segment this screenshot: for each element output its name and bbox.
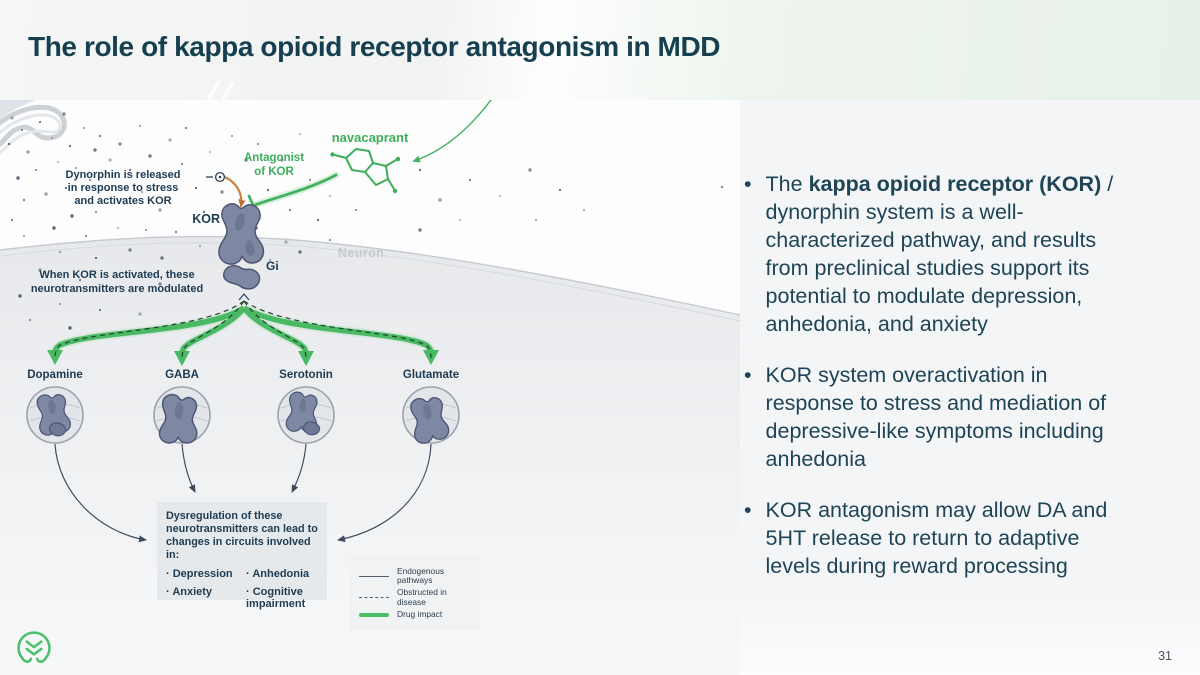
- dysregulation-items: Depression Anxiety Anhedonia Cognitive i…: [166, 568, 318, 611]
- legend-row-obstructed: Obstructed in disease: [359, 587, 471, 607]
- bullet-list: The kappa opioid receptor (KOR) / dynorp…: [744, 170, 1128, 603]
- slide-header: [0, 0, 1200, 103]
- kor-label: KOR: [192, 212, 220, 226]
- dopamine-label: Dopamine: [27, 369, 83, 381]
- legend-label: Obstructed in disease: [397, 587, 447, 607]
- navacaprant-molecule: [330, 148, 401, 194]
- neuron-label: Neuron: [338, 246, 385, 260]
- page-title: The role of kappa opioid receptor antago…: [28, 31, 721, 62]
- gi-protein: [223, 264, 261, 290]
- bullet-text: KOR system overactivation in response to…: [765, 363, 1107, 471]
- legend-label: Drug impact: [397, 609, 443, 620]
- header-decor-slash: [220, 80, 235, 102]
- kor-receptor: [218, 203, 265, 265]
- neurotransmitter-circles: [26, 386, 460, 446]
- dysregulation-intro: Dysregulation of these neurotransmitters…: [166, 510, 318, 561]
- antagonist-inhibition-arrow: [253, 173, 338, 207]
- bullet-text: KOR antagonism may allow DA and 5HT rele…: [765, 498, 1108, 578]
- legend-row-endogenous: Endogenous pathways: [359, 565, 471, 586]
- diagram-legend: Endogenous pathways Obstructed in diseas…: [350, 556, 480, 631]
- solid-line-sample: [359, 575, 389, 577]
- dysregulation-item: Depression: [166, 568, 246, 581]
- dynorphin-release-icon: [206, 171, 226, 183]
- dysregulation-item: Anhedonia: [246, 568, 322, 581]
- dynorphin-note: Dynorphin is released in response to str…: [65, 169, 181, 207]
- mechanism-diagram: navacaprant Antagonist of KOR Dynorphin …: [0, 100, 740, 675]
- company-brain-logo-icon: [17, 631, 51, 663]
- navacaprant-label: navacaprant: [331, 130, 409, 145]
- dashed-line-sample: [359, 597, 389, 599]
- glutamate-label: Glutamate: [402, 369, 460, 381]
- bullet-kor-antagonism: KOR antagonism may allow DA and 5HT rele…: [744, 496, 1128, 580]
- gi-output-chevron: [238, 293, 250, 301]
- dysregulation-item: Anxiety: [166, 586, 246, 611]
- bullet-text: The kappa opioid receptor (KOR) / dynorp…: [765, 172, 1114, 336]
- gaba-label: GABA: [165, 369, 199, 381]
- dynorphin-particle-dots: [7, 112, 724, 330]
- navacaprant-pointer-arrow: [412, 100, 492, 163]
- page-number: 31: [1158, 649, 1172, 663]
- dynorphin-arrow: [224, 176, 246, 208]
- bullet-kor-overactivation: KOR system overactivation in response to…: [744, 361, 1128, 473]
- modulation-arrows: [47, 300, 439, 366]
- endogenous-pathway-connectors: [54, 443, 432, 543]
- legend-row-drug-impact: Drug impact: [359, 609, 471, 620]
- dysregulation-box: Dysregulation of these neurotransmitters…: [157, 502, 327, 610]
- gi-label: Gi: [266, 259, 279, 273]
- modulation-note: When KOR is activated, these neurotransm…: [30, 269, 204, 295]
- dysregulation-item: Cognitive impairment: [246, 586, 322, 611]
- legend-label: Endogenous pathways: [397, 565, 445, 586]
- serotonin-label: Serotonin: [279, 369, 333, 381]
- bullet-kor-dynorphin-system: The kappa opioid receptor (KOR) / dynorp…: [744, 170, 1128, 338]
- green-line-sample: [359, 612, 389, 618]
- antagonist-of-kor-label: Antagonist of KOR: [243, 152, 305, 178]
